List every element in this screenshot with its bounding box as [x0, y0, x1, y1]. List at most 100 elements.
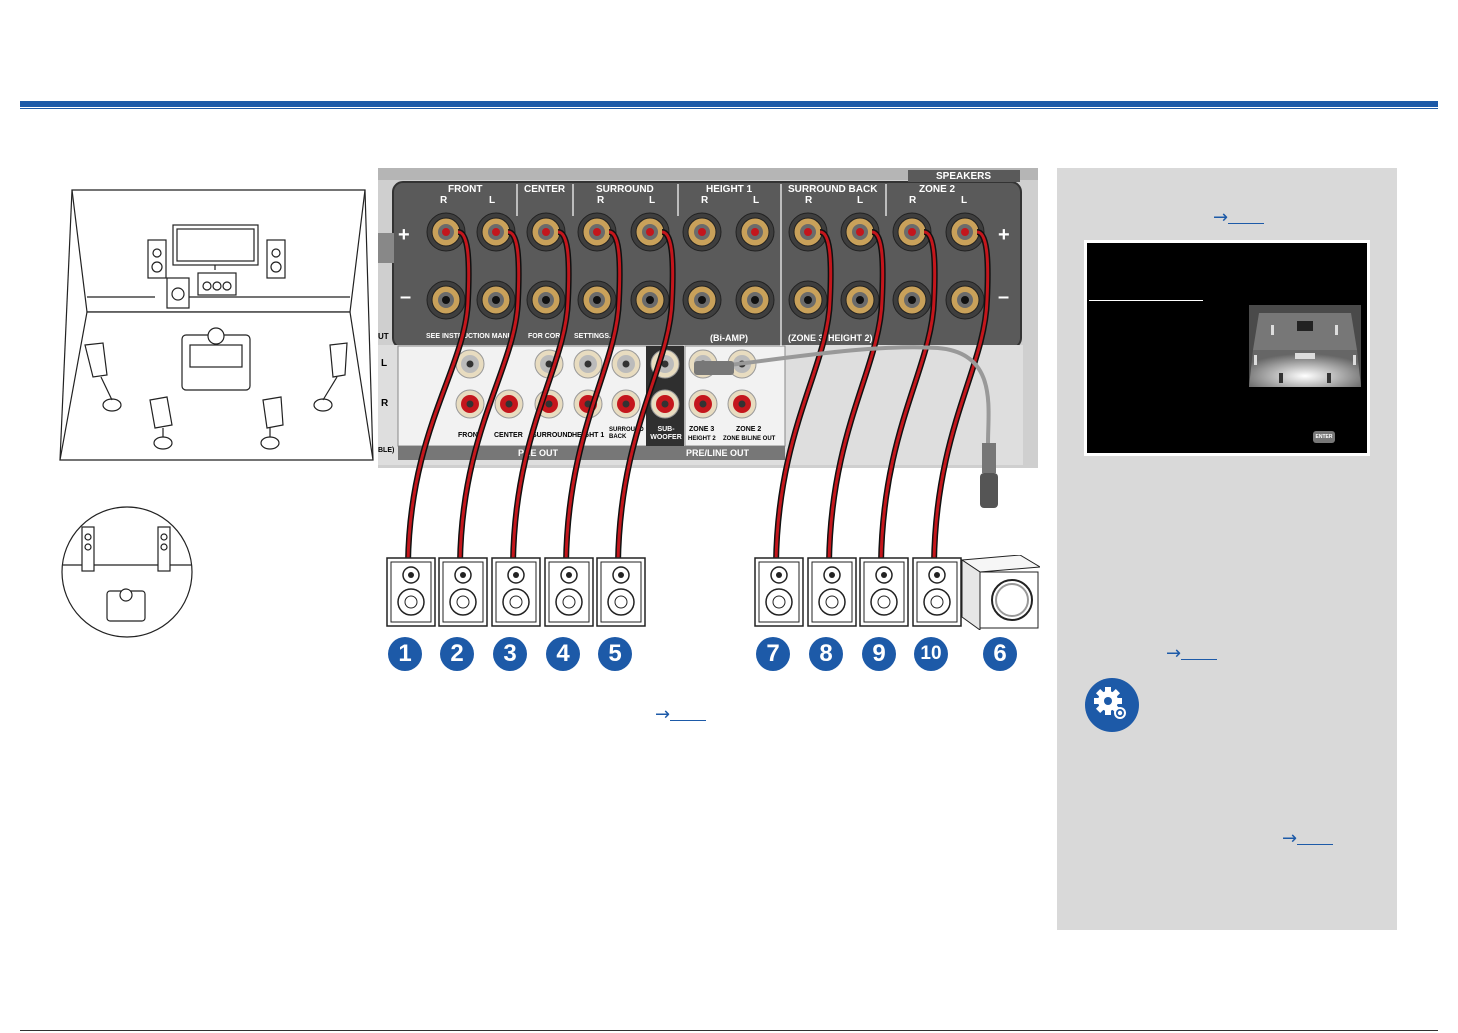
- label-l: L: [961, 195, 968, 206]
- note-height2: HEIGHT 2): [828, 333, 873, 343]
- speaker-cable-black: [405, 229, 472, 564]
- speaker-terminal[interactable]: [577, 280, 617, 320]
- setup-screen-frame: ENTER: [1084, 240, 1370, 456]
- speaker-terminal[interactable]: [630, 280, 670, 320]
- sidebar-reference-link-bottom[interactable]: →: [1282, 828, 1334, 849]
- speaker-cable-red: [458, 230, 521, 564]
- preout-surround: SURROUND: [532, 432, 573, 439]
- diagram-reference-link[interactable]: →: [655, 704, 707, 725]
- enter-button[interactable]: ENTER: [1313, 431, 1335, 443]
- note-for: FOR CORR: [528, 333, 566, 340]
- rca-jack[interactable]: [727, 389, 757, 419]
- rca-jack[interactable]: [611, 349, 641, 379]
- header-rule-thin: [20, 108, 1438, 109]
- page-link-underline[interactable]: [1297, 834, 1334, 845]
- speaker-terminal[interactable]: [526, 280, 566, 320]
- speaker-icon: [596, 557, 646, 627]
- rca-jack[interactable]: [494, 389, 524, 419]
- arrow-icon: →: [1213, 207, 1229, 228]
- label-l: L: [753, 195, 760, 206]
- speaker-icon: [807, 557, 857, 627]
- zone2-sub-label: ZONE B/LINE OUT: [723, 436, 776, 442]
- preout-title: PRE OUT: [518, 448, 559, 458]
- speaker-icon: [386, 557, 436, 627]
- plus-label-left: +: [398, 224, 410, 246]
- zone3-label: ZONE 3: [689, 426, 715, 433]
- page-link-underline[interactable]: [1181, 649, 1218, 660]
- label-l: L: [649, 195, 656, 206]
- speaker-terminal[interactable]: [892, 212, 932, 252]
- rca-jack[interactable]: [455, 349, 485, 379]
- label-l: L: [489, 195, 496, 206]
- speaker-terminal[interactable]: [945, 212, 985, 252]
- rca-jack[interactable]: [455, 389, 485, 419]
- speaker-terminal[interactable]: [577, 212, 617, 252]
- speaker-terminal[interactable]: [788, 280, 828, 320]
- page-link-underline[interactable]: [1228, 213, 1265, 224]
- listening-position-illustration: [61, 506, 193, 638]
- rca-jack[interactable]: [688, 389, 718, 419]
- speaker-cable-red: [827, 230, 885, 564]
- speaker-cable-black: [826, 229, 886, 564]
- speaker-terminal[interactable]: [426, 280, 466, 320]
- preout-surround-back: SURROUND BACK: [609, 427, 644, 440]
- callout-5: 5: [598, 637, 632, 671]
- preout-front: FRONT: [458, 432, 483, 439]
- speaker-icon: [438, 557, 488, 627]
- speaker-terminal[interactable]: [476, 212, 516, 252]
- speaker-cable-red: [879, 230, 937, 564]
- speaker-terminal[interactable]: [682, 212, 722, 252]
- speaker-cables: [405, 229, 998, 564]
- page-link-underline[interactable]: [670, 710, 707, 721]
- gear-settings-icon: [1085, 678, 1139, 732]
- arrow-icon: →: [655, 704, 671, 725]
- callout-9: 9: [862, 637, 896, 671]
- speaker-row: [380, 554, 1042, 631]
- edge-ut: UT: [378, 332, 389, 341]
- speaker-terminal[interactable]: [945, 280, 985, 320]
- sidebar-reference-link-middle[interactable]: →: [1166, 643, 1218, 664]
- callout-7: 7: [756, 637, 790, 671]
- speaker-cable-red: [511, 230, 571, 564]
- preout-height1: HEIGHT 1: [572, 432, 605, 439]
- label-r: R: [701, 195, 709, 206]
- speaker-terminal[interactable]: [735, 280, 775, 320]
- screen-underline: [1089, 300, 1203, 301]
- speaker-terminal[interactable]: [476, 280, 516, 320]
- rca-jack[interactable]: [573, 349, 603, 379]
- speaker-cable-red: [616, 230, 675, 564]
- speaker-terminal[interactable]: [682, 280, 722, 320]
- preline-title: PRE/LINE OUT: [686, 448, 750, 458]
- speaker-terminal[interactable]: [526, 212, 566, 252]
- label-surround: SURROUND: [596, 184, 654, 195]
- label-r: R: [909, 195, 917, 206]
- speaker-terminal[interactable]: [840, 280, 880, 320]
- speaker-terminal[interactable]: [735, 212, 775, 252]
- speaker-cable-red: [406, 230, 471, 564]
- rca-jack[interactable]: [650, 389, 680, 419]
- edge-r: R: [381, 398, 389, 409]
- note-zone3: (ZONE 3): [788, 333, 827, 343]
- room-layout-illustration: [59, 189, 374, 461]
- speaker-terminal[interactable]: [630, 212, 670, 252]
- speaker-terminal[interactable]: [426, 212, 466, 252]
- label-center: CENTER: [524, 184, 566, 195]
- label-surround-back: SURROUND BACK: [788, 184, 878, 195]
- sidebar-reference-link-top[interactable]: →: [1213, 207, 1265, 228]
- speaker-cable-black: [878, 229, 938, 564]
- speaker-terminal[interactable]: [892, 280, 932, 320]
- callout-4: 4: [546, 637, 580, 671]
- speaker-terminal[interactable]: [788, 212, 828, 252]
- preout-center: CENTER: [494, 432, 523, 439]
- label-l: L: [857, 195, 864, 206]
- note-biamp: (Bi-AMP): [710, 333, 748, 343]
- setup-screen: ENTER: [1087, 243, 1367, 453]
- arrow-icon: →: [1282, 828, 1298, 849]
- rca-jack[interactable]: [611, 389, 641, 419]
- speaker-icon: [859, 557, 909, 627]
- footer-rule: [20, 1030, 1438, 1031]
- edge-l: L: [381, 358, 388, 369]
- speaker-terminal[interactable]: [840, 212, 880, 252]
- speaker-cable-red: [932, 230, 990, 564]
- header-rule: [20, 101, 1438, 107]
